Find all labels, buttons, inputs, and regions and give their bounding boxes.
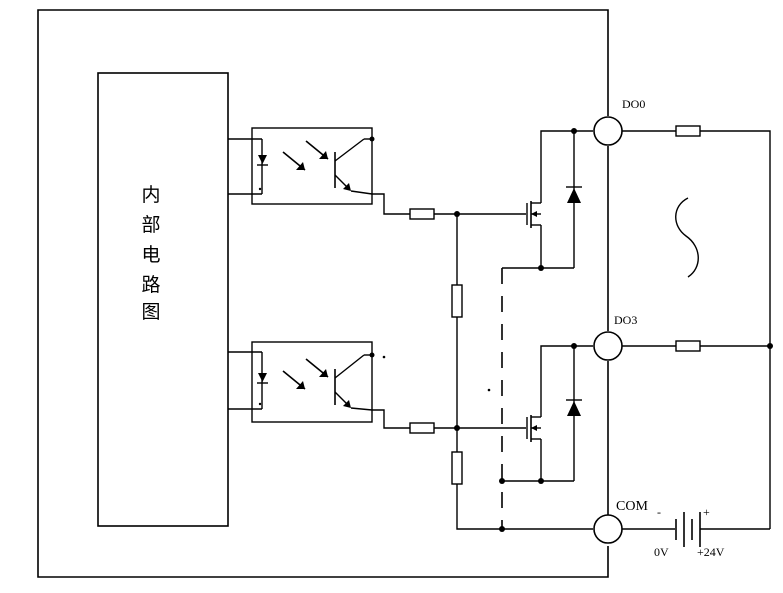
- dc-power-supply: [622, 512, 770, 547]
- flyback-diode-upper-icon: [567, 188, 581, 203]
- terminal-d00: [593, 116, 623, 146]
- battery-24v-label: +24V: [697, 545, 725, 559]
- pulldown-resistor-upper: [451, 284, 463, 318]
- led-icon: [258, 155, 267, 164]
- pulldown-resistor-lower: [451, 451, 463, 485]
- optocoupler-lower: [228, 341, 410, 429]
- load-resistor-d03: [675, 340, 701, 352]
- internal-label-char-3: 电: [141, 244, 160, 266]
- terminal-com-label: COM: [616, 499, 648, 514]
- gate-resistor-upper: [409, 208, 435, 220]
- terminal-d03: [593, 331, 623, 361]
- optocoupler-upper: [228, 127, 410, 215]
- flyback-diode-lower-icon: [567, 401, 581, 416]
- terminal-com: [593, 514, 623, 544]
- module-enclosure: [37, 9, 609, 578]
- internal-label-char-4: 路: [141, 274, 160, 296]
- internal-label-char-1: 内: [141, 184, 160, 206]
- internal-label-char-5: 图: [141, 301, 160, 323]
- gate-resistor-lower: [409, 422, 435, 434]
- channel-continuation-tilde: [675, 197, 699, 278]
- load-resistor-d00: [675, 125, 701, 137]
- mosfet-upper: [502, 128, 593, 271]
- terminal-d00-label: DO0: [622, 97, 645, 111]
- internal-label-char-2: 部: [141, 214, 160, 236]
- led-icon: [258, 373, 267, 382]
- battery-0v-label: 0V: [654, 545, 669, 559]
- mosfet-lower: [499, 343, 593, 484]
- terminal-d03-label: DO3: [614, 313, 637, 327]
- battery-minus-label: -: [657, 505, 661, 519]
- internal-circuit-block: 内 部 电 路 图: [97, 72, 229, 527]
- battery-plus-label: +: [703, 505, 710, 519]
